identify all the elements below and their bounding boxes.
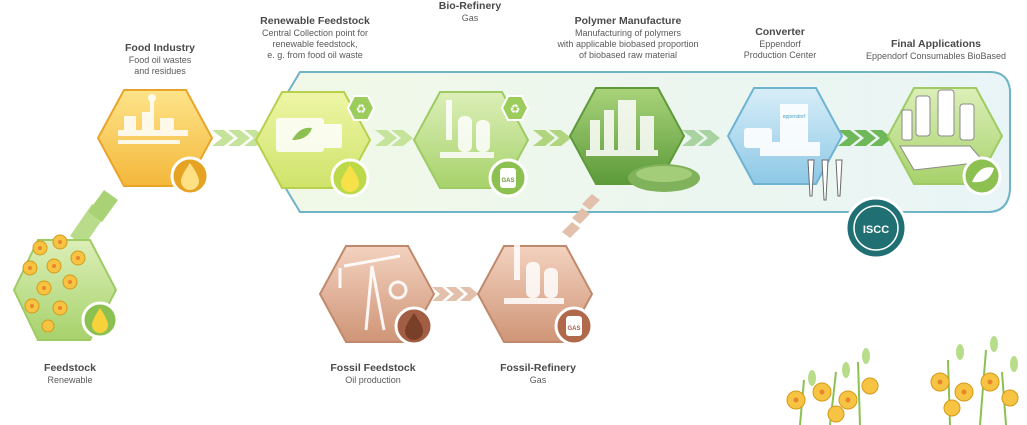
- final-applications-hexagon: [886, 87, 1004, 196]
- oil-drop-icon: [330, 158, 370, 198]
- bio-refinery-hexagon: ♻ GAS: [412, 91, 530, 198]
- svg-text:ISCC: ISCC: [863, 224, 889, 236]
- food-industry-hexagon: [96, 89, 214, 196]
- food-industry-title: Food Industry: [125, 42, 195, 54]
- oil-pump-icon: [338, 254, 408, 331]
- renewable-feedstock-hexagon: ♻: [254, 91, 376, 198]
- leaf-icon: [962, 156, 1002, 196]
- svg-text:♻: ♻: [356, 102, 367, 116]
- final-applications-title: Final Applications: [890, 38, 982, 50]
- svg-text:GAS: GAS: [501, 178, 514, 184]
- fossil-refinery-subtitle: Gas: [529, 375, 547, 385]
- gas-canister-icon: GAS: [554, 306, 594, 346]
- bio-refinery-subtitle: Gas: [461, 13, 479, 23]
- pipette-tips-icon: [807, 159, 843, 201]
- svg-text:eppendorf: eppendorf: [783, 114, 806, 120]
- label-fossil-refinery: Fossil-Refinery Gas: [488, 362, 588, 386]
- polymer-manufacture-line3: of biobased raw material: [578, 50, 678, 60]
- fossil-refinery-hexagon: GAS: [476, 240, 594, 346]
- label-fossil-feedstock: Fossil Feedstock Oil production: [318, 362, 428, 386]
- oil-drop-icon: [170, 156, 210, 196]
- svg-text:GAS: GAS: [567, 326, 580, 332]
- polymer-manufacture-line2: with applicable biobased proportion: [557, 39, 699, 49]
- fossil-refinery-title: Fossil-Refinery: [500, 362, 576, 374]
- converter-hexagon: eppendorf: [726, 87, 844, 201]
- food-industry-line1: Food oil wastes: [128, 55, 192, 65]
- arrow-feedstock-to-food: [70, 190, 118, 246]
- label-bio-refinery: Bio-Refinery Gas: [420, 0, 520, 24]
- fossil-feedstock-subtitle: Oil production: [345, 375, 401, 385]
- converter-line2: Production Center: [743, 50, 817, 60]
- converter-line1: Eppendorf: [759, 39, 801, 49]
- converter-title: Converter: [755, 26, 805, 38]
- arrow-fossil-feedstock-to-refinery: [432, 287, 478, 301]
- fossil-feedstock-title: Fossil Feedstock: [330, 362, 416, 374]
- gas-canister-icon: GAS: [488, 158, 528, 198]
- label-renewable-feedstock: Renewable Feedstock Central Collection p…: [250, 15, 380, 61]
- polymer-manufacture-hexagon: [568, 87, 700, 192]
- polymer-manufacture-line1: Manufacturing of polymers: [574, 28, 682, 38]
- renewable-feedstock-line3: e. g. from food oil waste: [267, 50, 363, 60]
- recycle-icon: ♻: [500, 95, 530, 121]
- bio-refinery-title: Bio-Refinery: [438, 0, 502, 12]
- feedstock-title: Feedstock: [44, 362, 96, 374]
- food-industry-line2: and residues: [134, 66, 186, 76]
- label-final-applications: Final Applications Eppendorf Consumables…: [858, 38, 1014, 62]
- arrows-main-row: [212, 130, 892, 146]
- label-food-industry: Food Industry Food oil wastes and residu…: [110, 42, 210, 77]
- flower-icon: [22, 234, 86, 333]
- renewable-feedstock-title: Renewable Feedstock: [260, 15, 370, 27]
- renewable-feedstock-line2: renewable feedstock,: [272, 39, 358, 49]
- oil-drop-icon: [394, 306, 434, 346]
- arrow-fossil-refinery-to-polymer: [562, 194, 600, 238]
- feedstock-subtitle: Renewable: [47, 375, 93, 385]
- final-applications-subtitle: Eppendorf Consumables BioBased: [865, 51, 1007, 61]
- recycle-icon: ♻: [346, 95, 376, 121]
- feedstock-hexagon: [12, 234, 119, 341]
- label-converter: Converter Eppendorf Production Center: [728, 26, 832, 61]
- oil-drop-icon: [81, 301, 119, 339]
- label-feedstock: Feedstock Renewable: [20, 362, 120, 386]
- label-polymer-manufacture: Polymer Manufacture Manufacturing of pol…: [548, 15, 708, 61]
- svg-text:♻: ♻: [510, 102, 521, 116]
- polymer-manufacture-title: Polymer Manufacture: [574, 15, 682, 27]
- fossil-feedstock-hexagon: [318, 245, 436, 346]
- iscc-badge: ISCC: [844, 196, 908, 260]
- renewable-feedstock-line1: Central Collection point for: [261, 28, 369, 38]
- flower-decoration: [786, 336, 1019, 425]
